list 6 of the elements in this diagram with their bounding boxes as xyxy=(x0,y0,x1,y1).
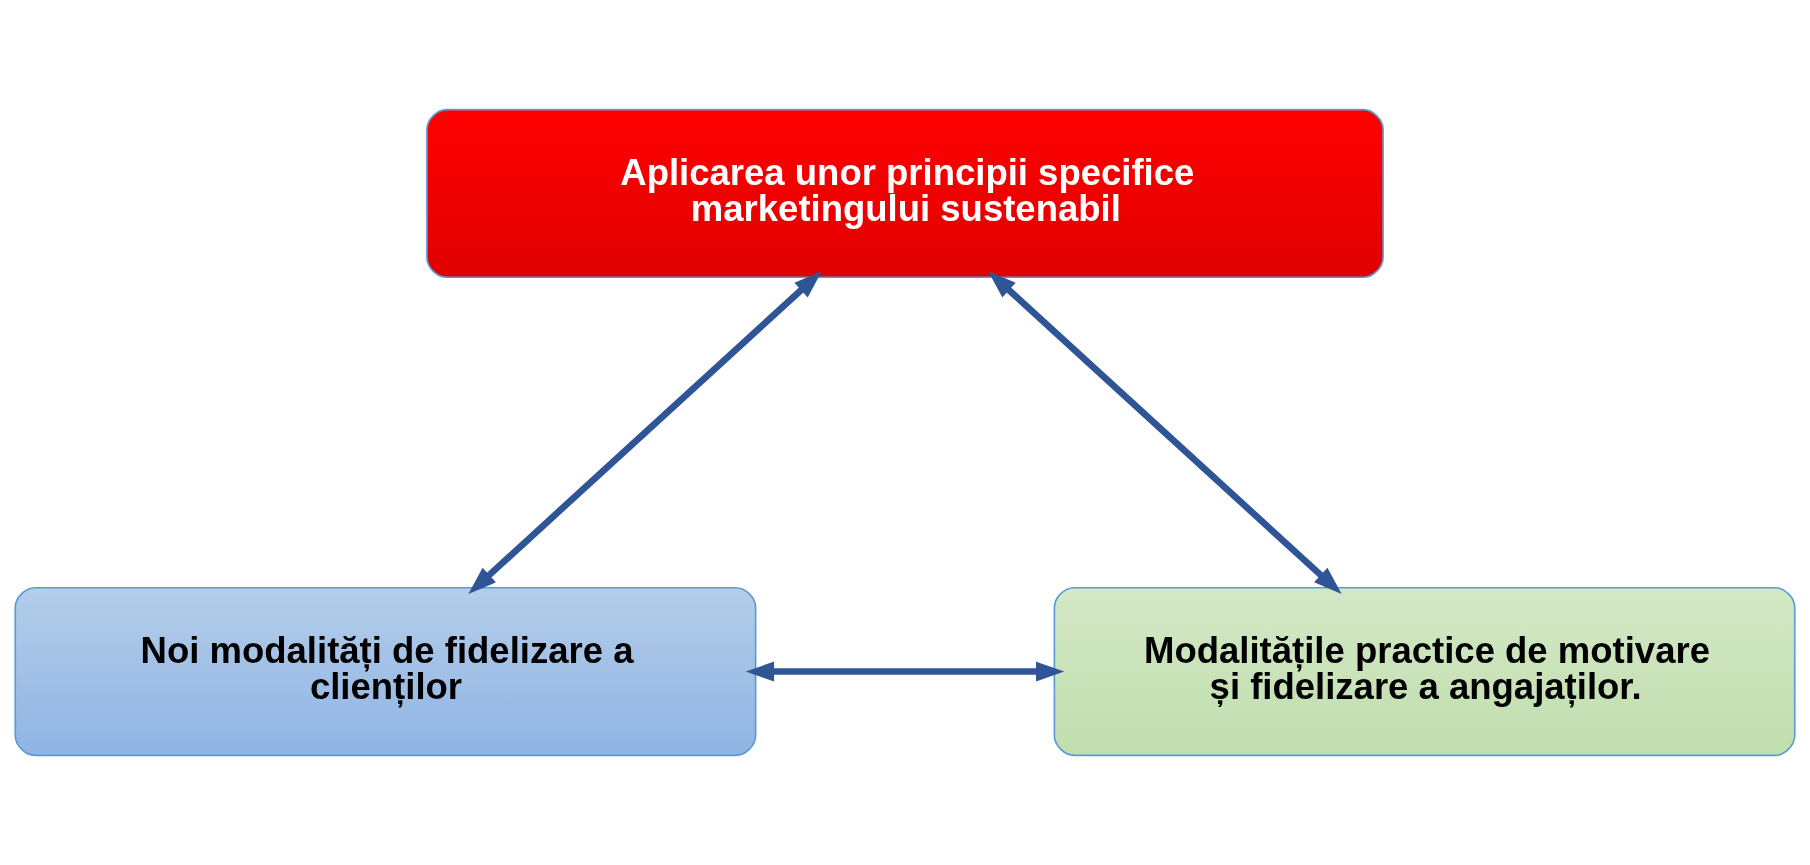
arrow xyxy=(468,271,822,595)
node-box: Noi modalități de fidelizare a clienților xyxy=(14,586,757,757)
arrow xyxy=(745,661,1065,682)
node-box: Modalitățile practice de motivare și fidelizare a angajaților. xyxy=(1053,586,1796,757)
arrow xyxy=(988,271,1342,595)
node-box: Aplicarea unor principii specifice marketingului sustenabil xyxy=(426,108,1384,279)
